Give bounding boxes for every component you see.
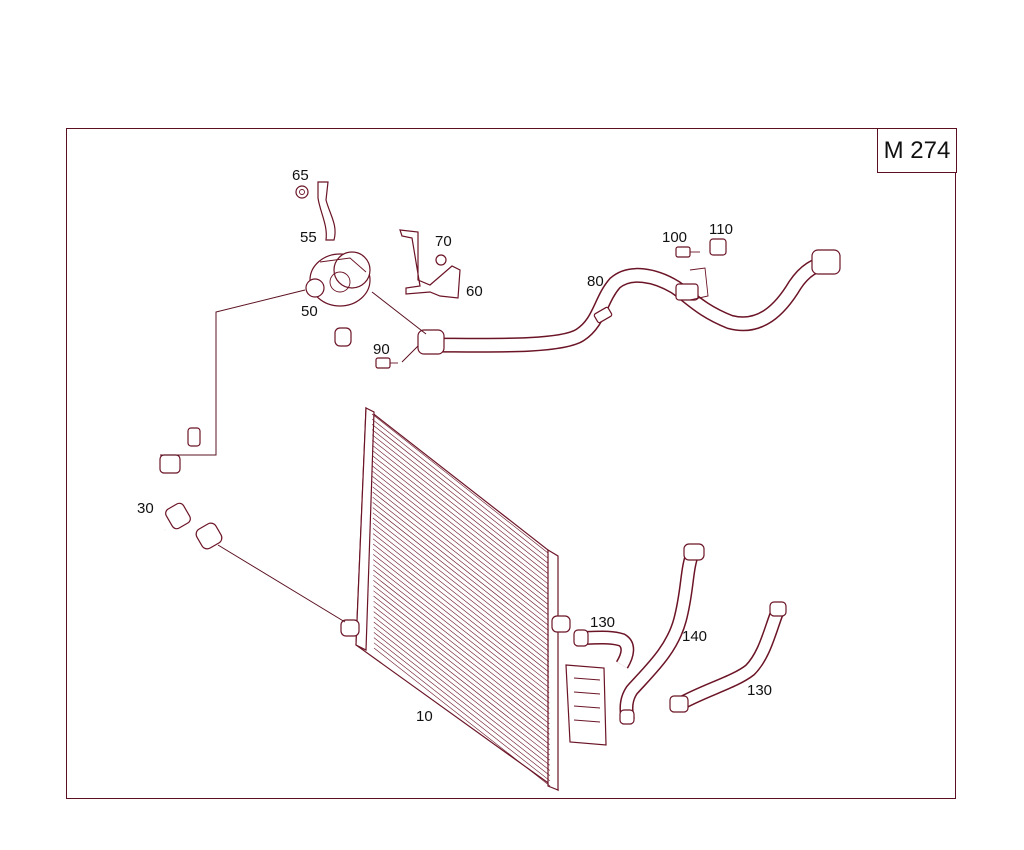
radiator-fin [372, 455, 549, 595]
radiator-fin [372, 486, 549, 626]
nut-65[interactable] [295, 185, 309, 199]
radiator-fin [372, 470, 549, 611]
radiator-fin [372, 543, 550, 683]
hose-130-upper[interactable] [573, 629, 635, 669]
radiator-fin [372, 548, 550, 688]
radiator-fin [373, 616, 550, 756]
radiator-fin [371, 434, 549, 574]
radiator-fin [373, 585, 550, 725]
radiator-fin [372, 450, 549, 590]
hose-140[interactable] [619, 543, 705, 725]
radiator-fin [372, 465, 549, 606]
radiator-fin [373, 621, 550, 761]
screw-70[interactable] [435, 254, 447, 266]
leader-lines [160, 289, 427, 623]
radiator-fin [372, 481, 549, 621]
radiator-fin [372, 496, 549, 637]
hose-130-right[interactable] [669, 601, 787, 713]
label-60: 60 [466, 283, 483, 300]
radiator-fin [372, 538, 550, 678]
label-90: 90 [373, 341, 390, 358]
bracket-55[interactable] [317, 181, 336, 241]
label-80: 80 [587, 273, 604, 290]
radiator-fin [372, 491, 549, 631]
radiator-fin [371, 424, 549, 564]
radiator-fin [373, 600, 550, 740]
radiator-fin [373, 647, 551, 787]
label-10: 10 [416, 708, 433, 725]
hose-30[interactable] [146, 327, 352, 556]
radiator-fin [373, 559, 550, 699]
label-65: 65 [292, 167, 309, 184]
radiator-fin [372, 517, 550, 657]
radiator-fin [372, 444, 549, 585]
radiator-fin [372, 512, 550, 652]
radiator-fin [373, 569, 550, 709]
label-30: 30 [137, 500, 154, 517]
radiator-fin [371, 429, 549, 569]
radiator-fin [373, 637, 551, 776]
bracket-60[interactable] [399, 229, 461, 299]
label-50: 50 [301, 303, 318, 320]
radiator-fin [373, 606, 550, 745]
radiator-fin [372, 476, 549, 616]
radiator-fin [373, 611, 550, 750]
sleeve-110[interactable] [709, 238, 727, 256]
radiator-fin [373, 580, 550, 719]
radiator-fin [372, 502, 549, 642]
hose-80[interactable] [417, 249, 841, 355]
radiator-fin [372, 522, 550, 662]
radiator-fin [371, 418, 549, 559]
radiator-fin [373, 574, 550, 714]
label-140: 140 [682, 628, 707, 645]
radiator-fin [372, 533, 550, 673]
radiator-fin [373, 642, 551, 782]
radiator-fin [373, 554, 550, 694]
water-pump[interactable] [305, 251, 371, 307]
radiator-fin [372, 460, 549, 600]
label-55: 55 [300, 229, 317, 246]
label-70: 70 [435, 233, 452, 250]
label-100: 100 [662, 229, 687, 246]
label-110: 110 [709, 221, 733, 238]
bolt-100[interactable] [675, 246, 700, 258]
label-130-upper: 130 [590, 614, 615, 631]
model-label: M 274 [877, 128, 957, 173]
oil-cooler[interactable] [565, 664, 607, 746]
radiator-fin [373, 595, 550, 735]
sensor-90[interactable] [375, 357, 398, 369]
radiator-fin [372, 507, 549, 647]
radiator-fin [372, 528, 550, 668]
radiator-fin [373, 590, 550, 730]
radiator[interactable] [340, 406, 571, 792]
radiator-fin [373, 626, 551, 766]
radiator-fin [373, 564, 550, 704]
radiator-fin [373, 632, 551, 771]
radiator-fin [371, 413, 549, 554]
part-labels: 65 55 70 60 50 90 80 100 110 30 10 130 1… [137, 167, 772, 725]
radiator-fin [372, 439, 549, 580]
label-130-right: 130 [747, 682, 772, 699]
diagram-frame [66, 128, 956, 799]
